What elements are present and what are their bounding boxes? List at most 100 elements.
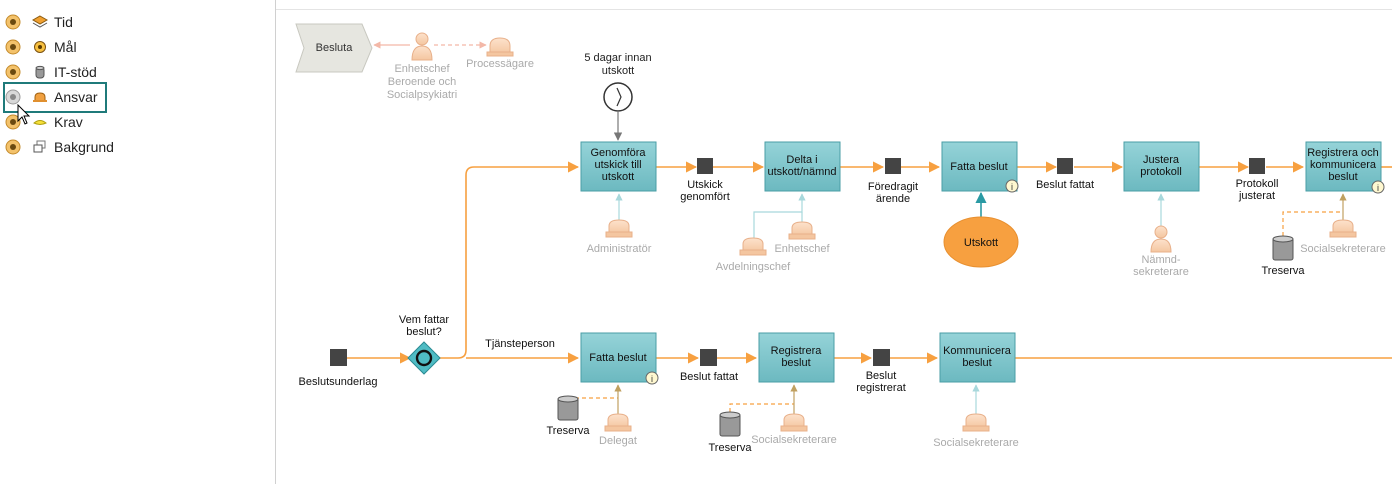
info-icon[interactable]: i	[1371, 180, 1385, 194]
role-enhetschef[interactable]: Enhetschef	[774, 221, 830, 255]
task-fatta-beslut-bottom[interactable]: Fatta beslut i	[580, 332, 659, 385]
role-processagare[interactable]: Processägare	[466, 37, 534, 70]
system-treserva-left[interactable]: Treserva	[547, 395, 591, 437]
role-label: Avdelningschef	[716, 261, 791, 273]
role-label: Processägare	[466, 58, 534, 70]
info-icon[interactable]: i	[1005, 179, 1019, 193]
event-beslutsunderlag[interactable]: Beslutsunderlag	[299, 349, 378, 388]
layer-label: Tid	[54, 14, 73, 30]
eye-icon[interactable]	[4, 138, 22, 156]
role-delegat[interactable]: Delegat	[599, 413, 637, 447]
layer-item-mal[interactable]: Mål	[4, 35, 77, 59]
role-label: Administratör	[587, 243, 652, 255]
layer-label: Ansvar	[54, 89, 98, 105]
event-label: Beslutsunderlag	[299, 376, 378, 388]
event-beslut-fattat-bottom[interactable]: Beslut fattat	[680, 349, 738, 383]
task-label: Fatta beslut	[589, 352, 646, 364]
role-label: Enhetschef	[774, 243, 830, 255]
eye-icon[interactable]	[4, 63, 22, 81]
task-fatta-beslut-top[interactable]: Fatta beslut i	[941, 141, 1019, 193]
svg-text:i: i	[651, 374, 653, 384]
start-shape-label: Besluta	[316, 42, 354, 54]
role-avdelningschef[interactable]: Avdelningschef	[716, 237, 791, 273]
role-socialsekreterare-right[interactable]: Socialsekreterare	[933, 413, 1019, 449]
role-label: Socialsekreterare	[933, 437, 1019, 449]
role-label: Nämnd-sekreterare	[1133, 254, 1189, 278]
event-beslut-fattat-top[interactable]: Beslut fattat	[1036, 158, 1094, 191]
eye-hidden-icon[interactable]	[4, 88, 22, 106]
svg-text:i: i	[1011, 182, 1013, 192]
utskott-node[interactable]: Utskott	[943, 216, 1019, 268]
selection-highlight	[3, 82, 107, 113]
target-icon	[34, 41, 46, 53]
utskott-label: Utskott	[964, 237, 998, 249]
database-icon	[35, 65, 45, 79]
requirement-icon	[33, 120, 47, 125]
eye-icon[interactable]	[4, 13, 22, 31]
layer-item-ansvar[interactable]: Ansvar	[4, 85, 98, 109]
role-administrator[interactable]: Administratör	[587, 219, 652, 255]
gateway-decision[interactable]	[407, 341, 441, 375]
path-label: Tjänsteperson	[485, 338, 555, 350]
layer-item-it-stod[interactable]: IT-stöd	[4, 60, 97, 84]
system-treserva-mid[interactable]: Treserva	[709, 411, 753, 454]
event-label: Beslut fattat	[680, 371, 738, 383]
system-treserva-top[interactable]: Treserva	[1262, 235, 1306, 277]
layer-item-bakgrund[interactable]: Bakgrund	[4, 135, 114, 159]
layer-label: IT-stöd	[54, 64, 97, 80]
hat-icon	[33, 92, 47, 102]
layers-icon	[32, 15, 48, 28]
layer-item-tid[interactable]: Tid	[4, 10, 73, 34]
layer-label: Mål	[54, 39, 77, 55]
background-icon	[33, 140, 46, 153]
role-namnd-sekreterare[interactable]: Nämnd-sekreterare	[1133, 225, 1189, 278]
layer-label: Krav	[54, 114, 83, 130]
role-label: Socialsekreterare	[751, 434, 837, 446]
eye-icon[interactable]	[4, 113, 22, 131]
role-label: Socialsekreterare	[1300, 243, 1386, 255]
timer-event-icon[interactable]	[603, 82, 633, 112]
role-socialsekreterare-top[interactable]: Socialsekreterare	[1300, 219, 1386, 255]
mouse-cursor-icon	[17, 104, 31, 125]
event-label: Beslut fattat	[1036, 179, 1094, 191]
eye-icon[interactable]	[4, 38, 22, 56]
layer-item-krav[interactable]: Krav	[4, 110, 83, 134]
layer-panel: Tid Mål IT-stöd Ansvar Krav Bakgrund	[0, 0, 276, 484]
role-label: Delegat	[599, 435, 637, 447]
system-label: Treserva	[1262, 265, 1306, 277]
task-label: Fatta beslut	[950, 161, 1007, 173]
info-icon[interactable]: i	[645, 371, 659, 385]
svg-text:i: i	[1377, 183, 1379, 193]
canvas-top-border	[276, 0, 1392, 10]
start-shape-besluta[interactable]: Besluta	[295, 23, 373, 73]
system-label: Treserva	[547, 425, 591, 437]
system-label: Treserva	[709, 442, 753, 454]
layer-label: Bakgrund	[54, 139, 114, 155]
role-socialsekreterare-mid[interactable]: Socialsekreterare	[751, 413, 837, 446]
